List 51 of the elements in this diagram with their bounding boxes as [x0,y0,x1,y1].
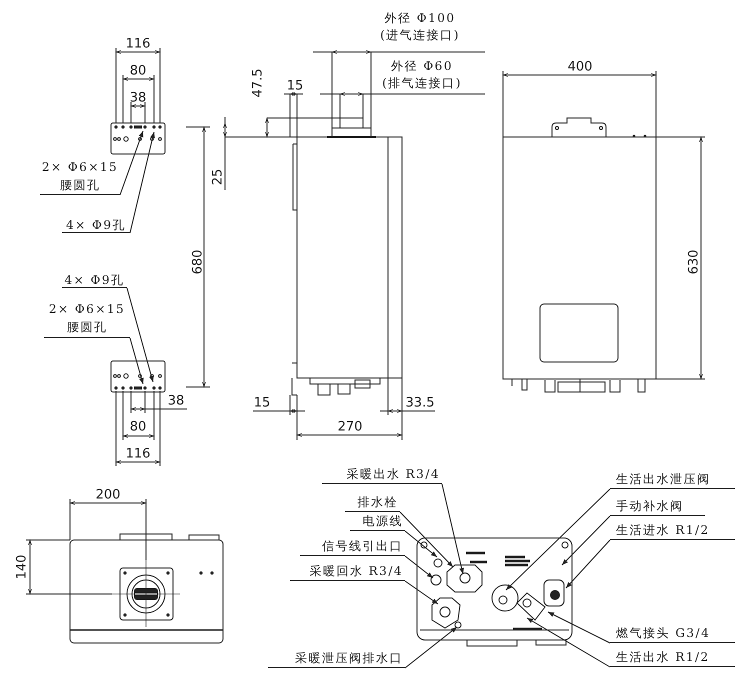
dimension-label: 140 [14,554,30,580]
leader-line [506,488,610,590]
leader-line [548,612,610,644]
bracket-drawing [110,122,166,154]
dimension-label: 680 [190,250,206,274]
callout-label: 电源线 [350,512,405,531]
callout-label: 采暖回水 R3/4 [290,562,405,581]
leader-line [400,512,454,568]
callout-label: 排水栓 [345,493,400,512]
dimension-label: 38 [168,394,184,408]
dimension-label: 33.5 [406,396,434,410]
dimension-label: 200 [96,488,120,502]
leader-line [120,130,144,196]
leader-line [442,484,464,574]
callout-label: 采暖泄压阀排水口 [268,649,405,668]
dimension-label: 270 [338,420,362,434]
dimension-label: 25 [210,168,226,186]
leader-line [526,618,610,668]
leader-line [126,288,154,382]
callout-label: 燃气接头 G3/4 [610,624,735,643]
leader-line [130,338,144,384]
leader-line [566,540,610,588]
dimension-note: 外径 Φ100 (进气连接口) [380,10,460,44]
callout-label: 信号线引出口 [300,537,405,556]
dimension-label: 38 [130,90,146,106]
dimension-label: 80 [130,64,146,78]
dimension-label: 80 [130,420,146,434]
dimension-note: 外径 Φ60 (排气连接口) [382,58,462,92]
callout-label: 生活出水 R1/2 [610,648,735,667]
bracket-drawing [110,360,166,392]
leader-line [404,556,434,578]
callout-label: 生活出水泄压阀 [610,470,735,489]
leader-line [404,626,458,668]
dimension-label: 116 [126,36,150,52]
callout-label: 2× Φ6×15 腰圆孔 [44,300,130,338]
callout-label: 生活进水 R1/2 [610,521,735,540]
leader-line [404,580,438,604]
callout-label: 4× Φ9孔 [62,216,130,233]
leader-line [130,132,155,234]
callout-label: 手动补水阀 [610,497,705,516]
callout-label: 采暖出水 R3/4 [322,465,442,484]
dimension-label: 400 [568,60,592,74]
callout-label: 4× Φ9孔 [62,271,127,288]
leader-line [562,516,610,566]
dimension-label: 15 [254,396,270,410]
dimension-label: 47.5 [250,68,266,98]
dimension-label: 116 [126,446,150,462]
dimension-label: 15 [286,78,304,94]
leader-line [404,530,438,558]
dimension-label: 630 [686,250,702,274]
callout-label: 2× Φ6×15 腰圆孔 [40,158,120,195]
